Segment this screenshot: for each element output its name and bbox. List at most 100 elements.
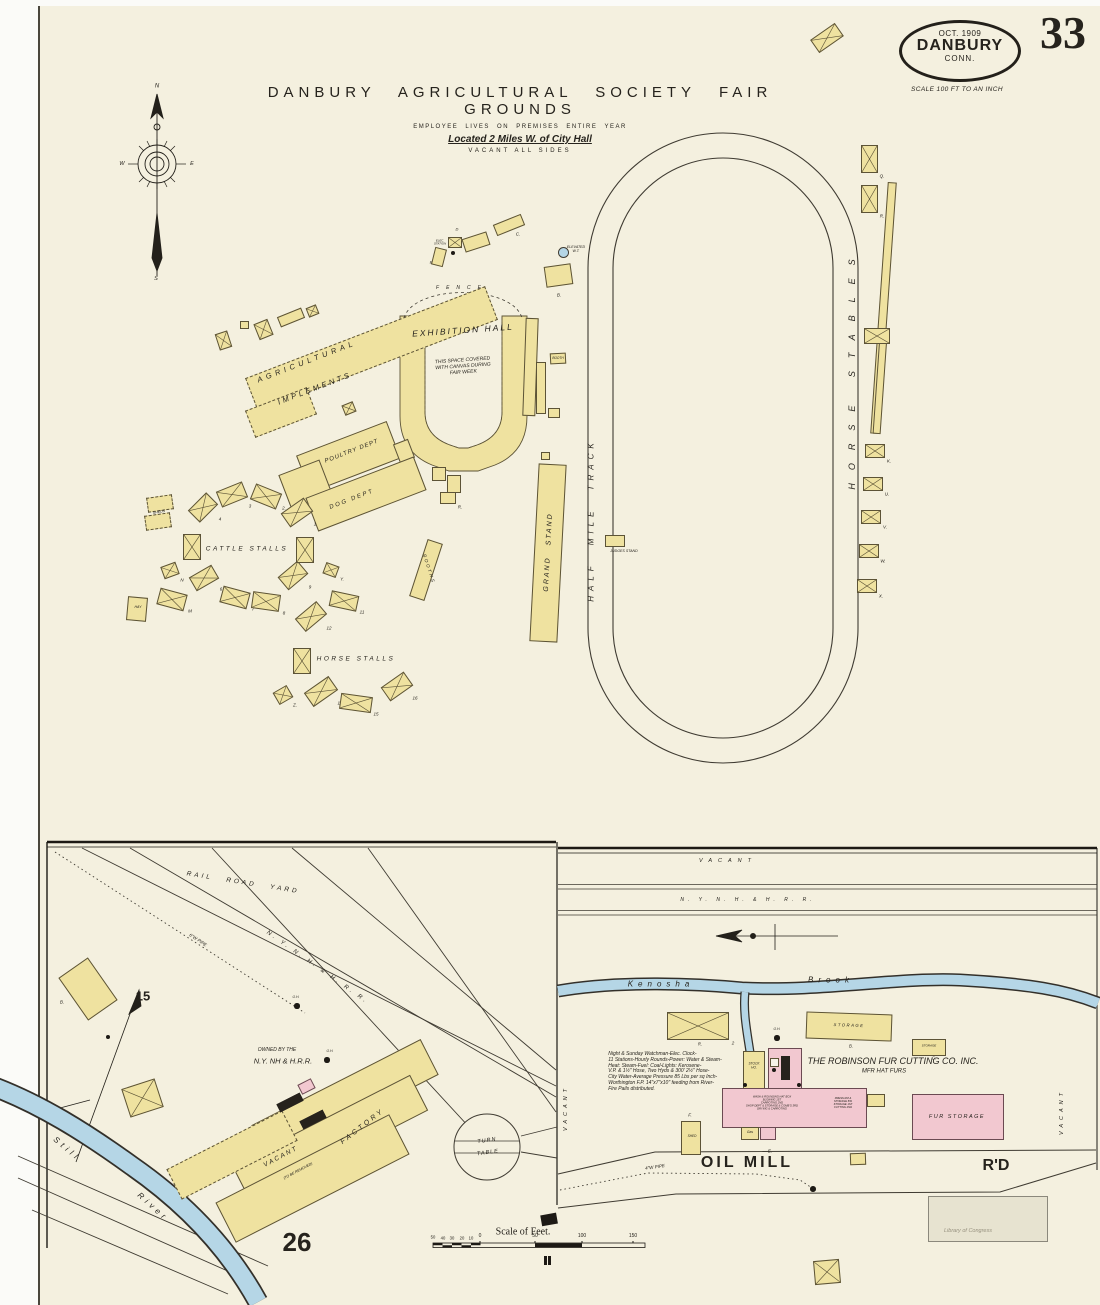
rd-label: R'D xyxy=(982,1156,1010,1174)
page-ref-15: 15 xyxy=(135,988,151,1004)
building-label: 2 xyxy=(731,1040,735,1046)
building-label: 6 xyxy=(219,586,223,592)
building xyxy=(214,330,233,351)
title-block: DANBURY AGRICULTURAL SOCIETY FAIR GROUND… xyxy=(230,84,810,154)
kenosha-brook xyxy=(556,973,1100,1053)
building xyxy=(380,671,414,702)
building xyxy=(912,1039,946,1056)
scale-tick: 10 xyxy=(468,1235,474,1241)
scale-tick: 50 xyxy=(532,1233,538,1240)
right-inset-railroad xyxy=(558,884,1097,916)
x-mark-icon xyxy=(382,672,412,701)
building xyxy=(280,497,314,528)
x-mark-icon xyxy=(860,545,878,557)
judges-stand-label: JUDGES STAND xyxy=(610,548,638,553)
building xyxy=(249,483,283,510)
x-mark-icon xyxy=(811,24,843,52)
scale-tick: 20 xyxy=(459,1235,465,1241)
oil-mill-label: OIL MILL xyxy=(700,1153,794,1171)
owned-by-label: OWNED BY THE xyxy=(257,1047,297,1054)
cattle-stalls-label: CATTLE STALLS xyxy=(205,545,289,553)
x-mark-icon xyxy=(251,484,281,509)
stamp-date: OCT. 1909 xyxy=(938,29,982,38)
x-mark-icon xyxy=(190,565,218,591)
building xyxy=(156,587,188,612)
building xyxy=(760,1127,776,1140)
building-label: 12 xyxy=(326,625,332,631)
bldg-letter: E. xyxy=(767,1148,773,1154)
company-sub: MFR HAT FURS xyxy=(861,1068,907,1075)
map-subtitle-3: VACANT ALL SIDES xyxy=(468,148,572,154)
building xyxy=(813,1258,841,1286)
x-mark-icon xyxy=(217,482,247,507)
building xyxy=(447,475,461,493)
building-label: K. xyxy=(886,458,892,464)
marker-dot xyxy=(450,250,456,256)
owned-by-railroad: N.Y. NH & H.R.R. xyxy=(253,1056,313,1066)
vacant-left-label: VACANT xyxy=(562,1084,569,1132)
building-label: 3 xyxy=(248,503,252,509)
building xyxy=(219,585,251,610)
publisher-stamp: OCT. 1909 DANBURY CONN. xyxy=(899,20,1021,82)
building-label: M xyxy=(188,608,192,614)
x-mark-icon xyxy=(814,1259,840,1285)
building xyxy=(741,1127,759,1140)
building xyxy=(294,600,328,633)
x-mark-icon xyxy=(862,511,880,523)
building xyxy=(183,534,201,560)
building xyxy=(305,304,320,318)
bldg-letter: E xyxy=(429,259,433,265)
building xyxy=(861,185,878,213)
building-label: 7 xyxy=(251,606,255,612)
x-mark-icon xyxy=(323,563,339,577)
scale-tick: 50 xyxy=(430,1234,436,1240)
bldg-letter: B. xyxy=(59,999,65,1005)
building xyxy=(188,564,220,592)
x-mark-icon xyxy=(220,586,250,609)
building xyxy=(681,1121,701,1155)
page-number: 33 xyxy=(1040,7,1086,58)
oil-mill-road xyxy=(557,1149,1097,1209)
building-label: Z. xyxy=(293,702,297,708)
building-label: 2. xyxy=(282,505,286,511)
building xyxy=(339,692,373,714)
half-mile-track xyxy=(587,132,859,764)
scale-tick: 40 xyxy=(440,1235,446,1241)
bldg-letter: B. xyxy=(556,292,562,298)
oh-label: O.H. xyxy=(773,1027,781,1032)
horse-stables-label: HORSE STABLES xyxy=(846,246,857,490)
compass-n: N xyxy=(154,83,160,90)
building xyxy=(240,321,249,329)
building xyxy=(781,1056,790,1080)
brook-label: Brook xyxy=(808,975,854,985)
building xyxy=(322,561,340,579)
still-river xyxy=(0,1077,268,1305)
bldg-letter: C. xyxy=(931,1055,937,1061)
marker-dot xyxy=(797,1083,801,1087)
building xyxy=(867,1094,885,1107)
fence-label: FENCE xyxy=(436,285,488,292)
x-mark-icon xyxy=(862,146,877,172)
kenosha-label: Kenosha xyxy=(627,979,695,989)
bldg-letter: D xyxy=(455,226,459,232)
bldg-letter: F. xyxy=(688,1112,692,1118)
compass-w: W xyxy=(119,160,125,167)
marker-dot xyxy=(294,1003,300,1009)
building xyxy=(722,1088,867,1128)
building xyxy=(293,648,311,674)
building xyxy=(543,263,574,288)
x-mark-icon xyxy=(161,562,179,579)
x-mark-icon xyxy=(342,402,356,415)
half-mile-track-label: HALF MILE TRACK xyxy=(586,438,596,602)
building xyxy=(277,560,309,591)
elec-station-label: ELEC. STATION xyxy=(433,238,447,246)
x-mark-icon xyxy=(297,538,313,562)
x-mark-icon xyxy=(296,602,326,631)
x-mark-icon xyxy=(252,592,280,611)
marker-dot xyxy=(324,1057,330,1063)
turn-table xyxy=(453,1113,521,1181)
building xyxy=(558,247,569,258)
scale-tick: 100 xyxy=(577,1233,587,1240)
